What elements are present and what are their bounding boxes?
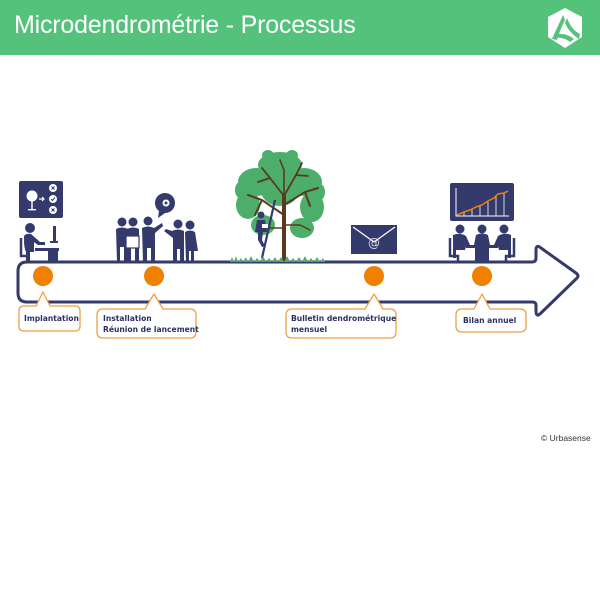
envelope-at-icon: @ — [351, 225, 397, 254]
timeline-dot-bulletin — [364, 266, 384, 286]
callout-box-bilan — [455, 293, 527, 333]
callout-line: mensuel — [291, 325, 328, 334]
meeting-table-chart-icon — [448, 183, 516, 262]
timeline-dot-installation — [144, 266, 164, 286]
callout-implantation: Implantation — [24, 313, 79, 324]
callout-installation: Installation Réunion de lancement — [103, 313, 199, 335]
person-at-desk-with-board-icon — [19, 181, 63, 262]
header-bar: Microdendrométrie - Processus — [0, 0, 600, 55]
timeline-dot-implantation — [33, 266, 53, 286]
group-meeting-icon — [116, 193, 198, 262]
page-title: Microdendrométrie - Processus — [14, 11, 356, 39]
tree-with-climber-icon — [230, 150, 325, 262]
timeline-arrow — [16, 244, 580, 317]
copyright-notice: © Urbasense — [541, 433, 591, 443]
callout-bulletin: Bulletin dendrométrique mensuel — [291, 313, 396, 335]
callout-line: Implantation — [24, 314, 79, 323]
urbasense-logo-icon — [548, 8, 582, 48]
callout-line: Bilan annuel — [463, 316, 517, 325]
callout-line: Bulletin dendrométrique — [291, 314, 397, 323]
callout-line: Réunion de lancement — [103, 325, 199, 334]
callout-box-implantation — [18, 291, 81, 332]
callout-line: Installation — [103, 314, 152, 323]
callout-box-installation — [96, 293, 197, 339]
timeline-dot-bilan — [472, 266, 492, 286]
svg-text:@: @ — [368, 236, 380, 250]
callout-box-bulletin — [285, 293, 397, 339]
callout-bilan: Bilan annuel — [463, 315, 516, 326]
